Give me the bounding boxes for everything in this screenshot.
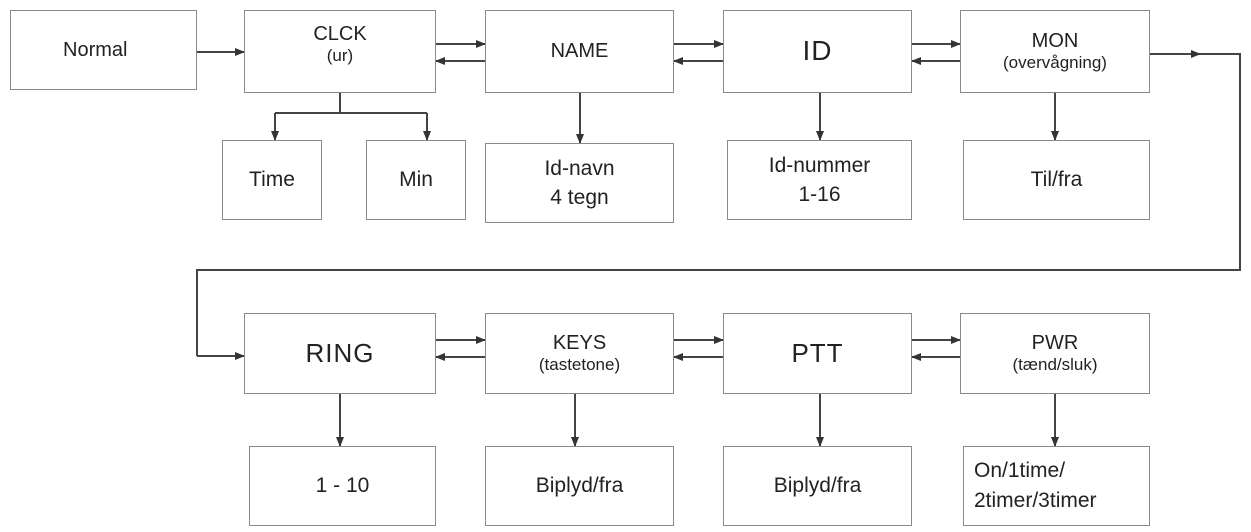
node-clck: CLCK (ur) [244,10,436,93]
node-pwr-sub: (tænd/sluk) [1012,355,1098,375]
node-normal: Normal [10,10,197,90]
node-mon-title: MON [1031,30,1079,53]
node-mon: MON (overvågning) [960,10,1150,93]
node-ptt-values: Biplyd/fra [723,446,912,526]
node-ring-values: 1 - 10 [249,446,436,526]
node-id-label: ID [802,35,833,67]
node-time: Time [222,140,322,220]
node-keys: KEYS (tastetone) [485,313,674,394]
node-ptt-values-label: Biplyd/fra [773,474,862,498]
node-pwr-values: On/1time/ 2timer/3timer [963,446,1150,526]
node-idnavn: Id-navn 4 tegn [485,143,674,223]
node-ring-values-label: 1 - 10 [315,474,370,498]
node-ring: RING [244,313,436,394]
node-clck-sub: (ur) [326,46,354,65]
node-ring-label: RING [305,337,375,368]
node-keys-sub: (tastetone) [538,355,621,375]
node-pwr-values-line2: 2timer/3timer [974,489,1097,512]
node-name-label: NAME [550,40,609,62]
node-idnavn-line2: 4 tegn [550,186,609,209]
node-ptt: PTT [723,313,912,394]
node-clck-title: CLCK [313,23,367,45]
node-idnavn-line1: Id-navn [544,156,615,180]
node-idnummer-line1: Id-nummer [768,153,871,177]
node-keys-values-label: Biplyd/fra [535,474,624,498]
node-min: Min [366,140,466,220]
node-tilfra: Til/fra [963,140,1150,220]
node-pwr-title: PWR [1031,332,1079,355]
node-min-label: Min [399,168,433,192]
node-keys-values: Biplyd/fra [485,446,674,526]
node-idnummer-line2: 1-16 [798,183,841,206]
node-id: ID [723,10,912,93]
node-idnummer: Id-nummer 1-16 [727,140,912,220]
node-pwr-values-line1: On/1time/ [974,458,1066,482]
node-pwr: PWR (tænd/sluk) [960,313,1150,394]
wrap-line [196,53,1241,356]
node-time-label: Time [249,168,295,192]
node-ptt-label: PTT [791,337,844,368]
node-mon-sub: (overvågning) [1003,53,1107,73]
node-name: NAME [485,10,674,93]
node-normal-label: Normal [63,38,128,61]
node-keys-title: KEYS [552,332,607,355]
node-tilfra-label: Til/fra [1030,168,1083,192]
